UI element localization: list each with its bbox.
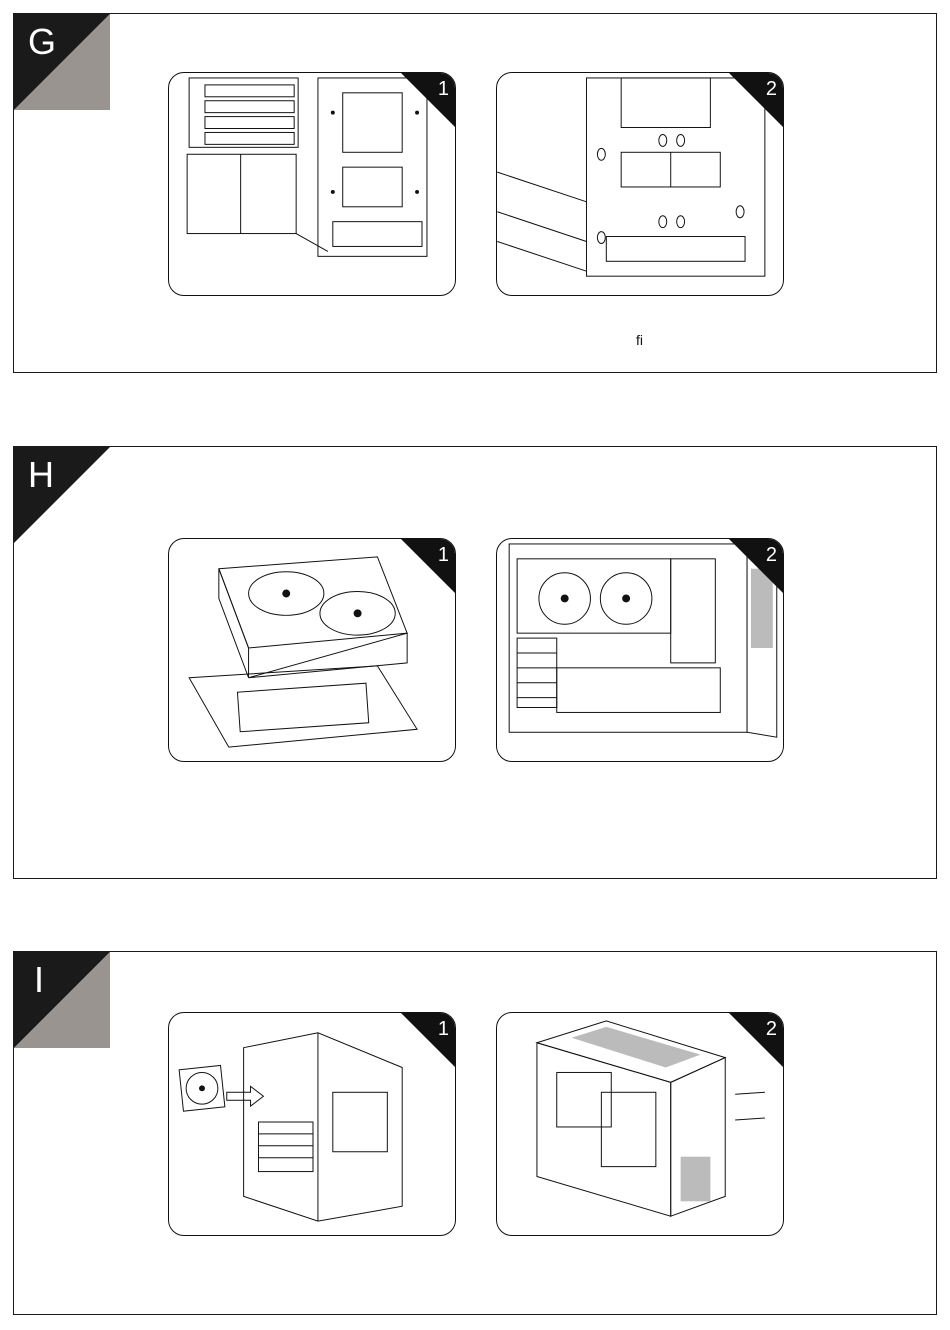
section-g: G 1	[13, 13, 937, 373]
step-number: 1	[438, 543, 449, 567]
step-number: 2	[766, 543, 777, 567]
section-note: ﬁ	[636, 332, 643, 348]
step-panel-1: 1	[168, 538, 456, 762]
section-h: H 1	[13, 446, 937, 879]
step-number: 1	[438, 77, 449, 101]
step-panel-1: 1	[168, 1012, 456, 1236]
section-badge: G	[14, 14, 110, 110]
section-letter: I	[34, 960, 44, 1000]
section-letter: G	[28, 22, 56, 62]
section-badge: H	[14, 447, 110, 543]
section-letter: H	[28, 455, 54, 495]
step-panel-2: 2	[496, 538, 784, 762]
step-panel-2: 2	[496, 1012, 784, 1236]
step-panel-2: 2	[496, 72, 784, 296]
step-number: 2	[766, 77, 777, 101]
step-number: 1	[438, 1017, 449, 1041]
section-badge: I	[14, 952, 110, 1048]
step-number: 2	[766, 1017, 777, 1041]
section-i: I 1	[13, 951, 937, 1315]
step-panel-1: 1	[168, 72, 456, 296]
